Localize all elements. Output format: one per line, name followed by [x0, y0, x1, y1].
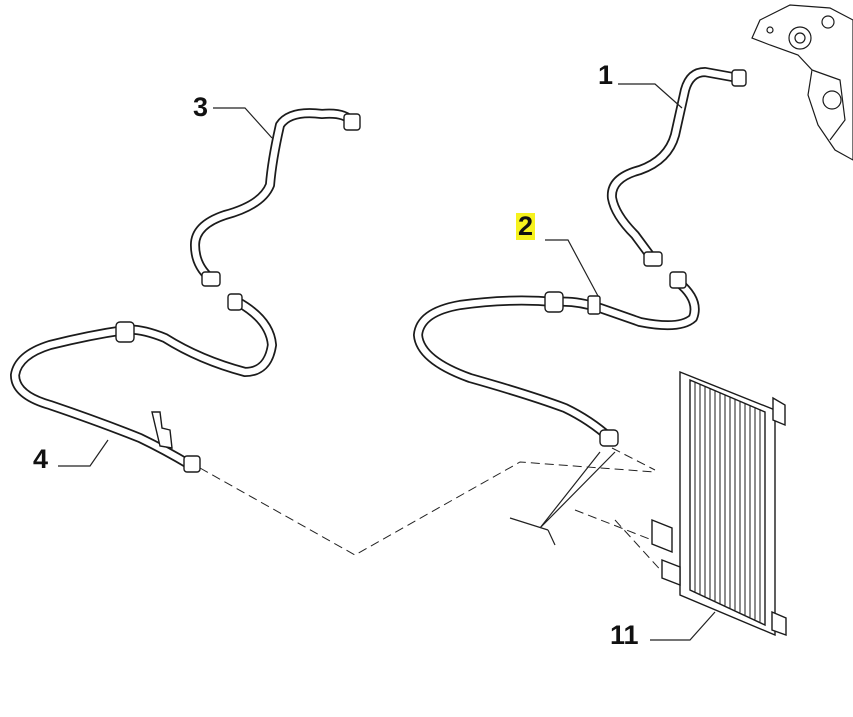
assembly-dashed-lines	[199, 447, 666, 576]
callout-2[interactable]: 2	[516, 211, 536, 241]
hose-part-2[interactable]	[413, 271, 700, 447]
leader-1	[618, 83, 683, 109]
hose-part-4[interactable]	[10, 293, 277, 473]
oil-cooler-part-11[interactable]	[651, 370, 787, 637]
leader-11	[650, 611, 716, 641]
hose-part-1[interactable]	[606, 67, 747, 267]
callout-1[interactable]: 1	[598, 60, 614, 90]
hose-part-3[interactable]	[190, 108, 361, 287]
leader-3	[213, 107, 273, 139]
leader-2	[545, 239, 599, 297]
callout-4[interactable]: 4	[33, 444, 49, 474]
callout-11[interactable]: 11	[610, 620, 639, 650]
leader-4	[58, 439, 109, 467]
engine-block-fragment	[751, 4, 853, 161]
callout-3[interactable]: 3	[193, 92, 209, 122]
